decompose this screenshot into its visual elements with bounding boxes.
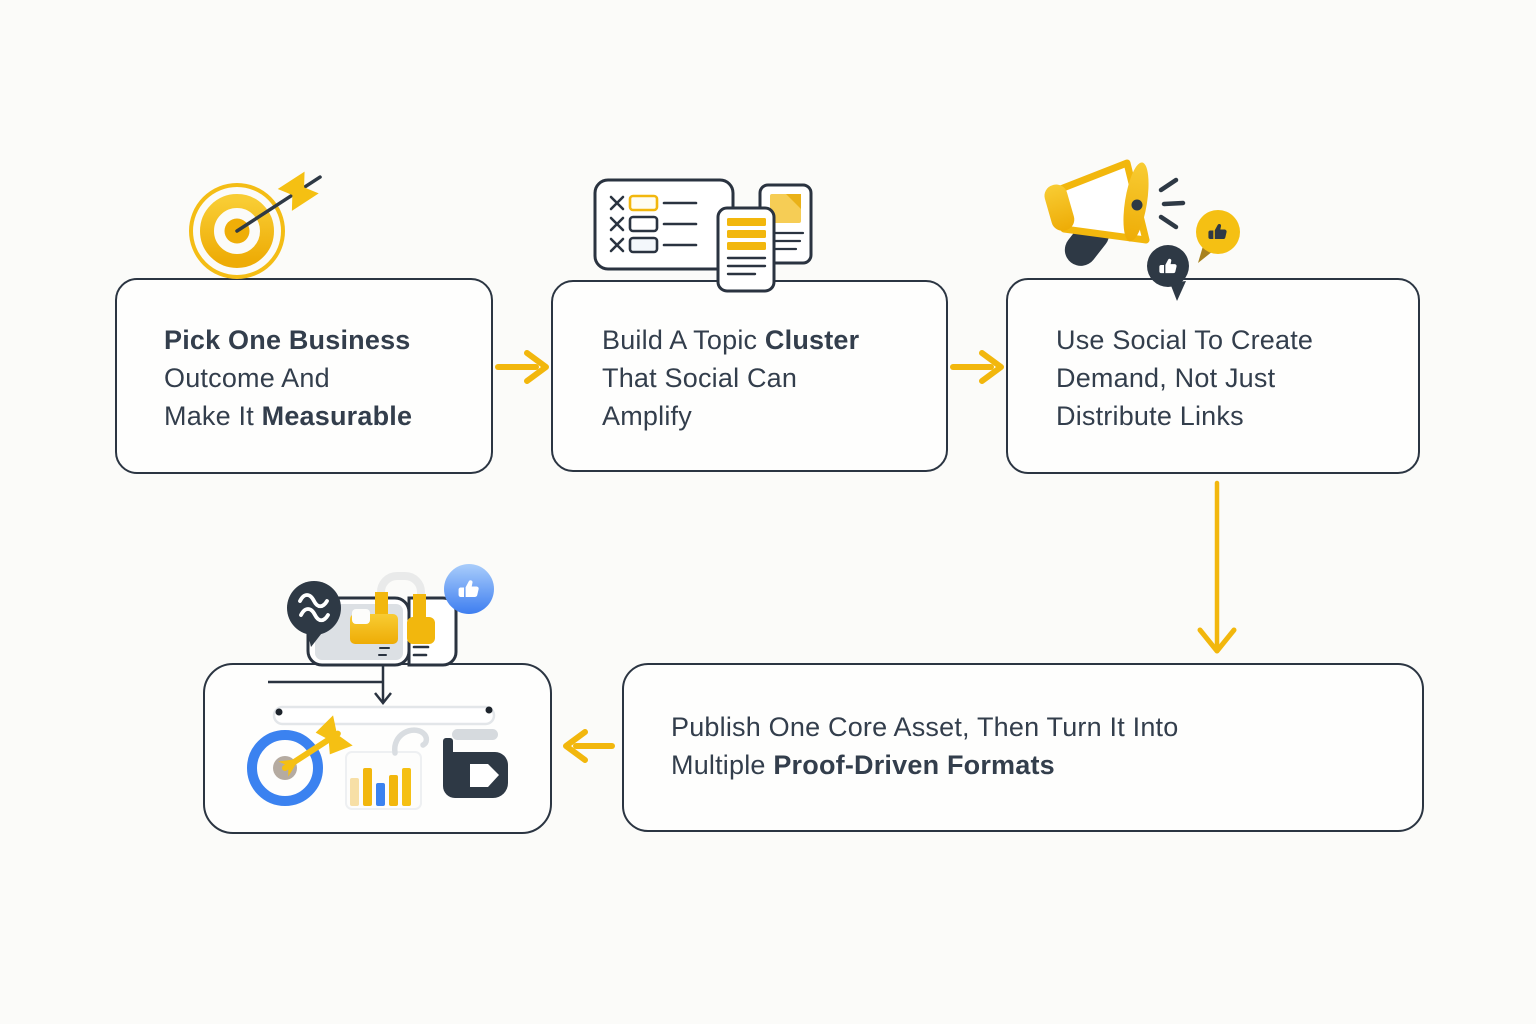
cable-loop-icon [377,572,425,602]
browser-folder-card-icon [306,592,411,667]
thumbs-up-badge-icon [444,564,494,614]
step3-line1: Use Social To Create [1056,325,1314,355]
step2-line1b: Cluster [764,325,860,355]
step2-box: Build A Topic Cluster That Social Can Am… [551,280,948,472]
step1-line3a: Make It [164,401,262,431]
thumbs-up-bubble-yellow-icon [1196,210,1240,263]
step2-line3: Amplify [602,401,692,431]
checklist-and-documents-icon [593,178,813,293]
arrow-step3-to-step4 [1197,480,1237,654]
step1-line1: Pick One Business [164,325,411,355]
step3-line3: Distribute Links [1056,401,1244,431]
step4-label: Publish One Core Asset, Then Turn It Int… [671,708,1392,784]
step2-line1a: Build A Topic [602,325,765,355]
step1-line2: Outcome And [164,363,330,393]
step1-line3b: Measurable [261,401,413,431]
target-dart-icon [189,171,322,279]
arrow-step2-to-step3 [950,350,1004,384]
arrow-step4-to-step5 [563,729,615,763]
step3-box: Use Social To Create Demand, Not Just Di… [1006,278,1420,474]
share-bubble-icon [287,581,341,647]
step2-label: Build A Topic Cluster That Social Can Am… [602,321,922,435]
step1-box: Pick One Business Outcome And Make It Me… [115,278,493,474]
step2-line2: That Social Can [602,363,798,393]
step1-label: Pick One Business Outcome And Make It Me… [164,321,467,435]
sound-lines-icon [1158,177,1186,230]
step3-line2: Demand, Not Just [1056,363,1276,393]
step4-line1: Publish One Core Asset, Then Turn It Int… [671,712,1179,742]
step5-illustration-box [203,663,552,834]
arrow-step1-to-step2 [495,350,549,384]
step4-line2a: Multiple [671,750,774,780]
step4-box: Publish One Core Asset, Then Turn It Int… [622,663,1424,832]
step4-line2b: Proof-Driven Formats [773,750,1055,780]
step3-label: Use Social To Create Demand, Not Just Di… [1056,321,1394,435]
side-panel-icon [407,594,458,667]
